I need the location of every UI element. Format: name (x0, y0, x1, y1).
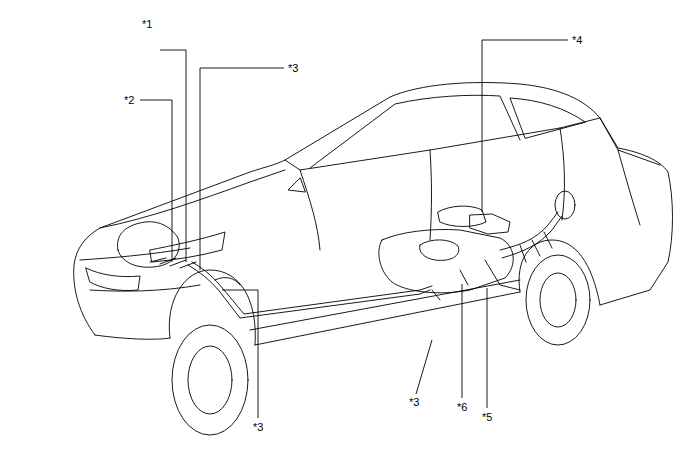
callout-number: *3 (408, 396, 420, 408)
callout-number: *3 (252, 421, 264, 433)
callout-number: *4 (571, 34, 583, 46)
callout-number: *1 (141, 18, 153, 30)
callout-number: *3 (287, 62, 299, 74)
callout-number: *5 (481, 411, 493, 423)
callout-number: *6 (456, 401, 468, 413)
callout-number: *2 (123, 94, 135, 106)
